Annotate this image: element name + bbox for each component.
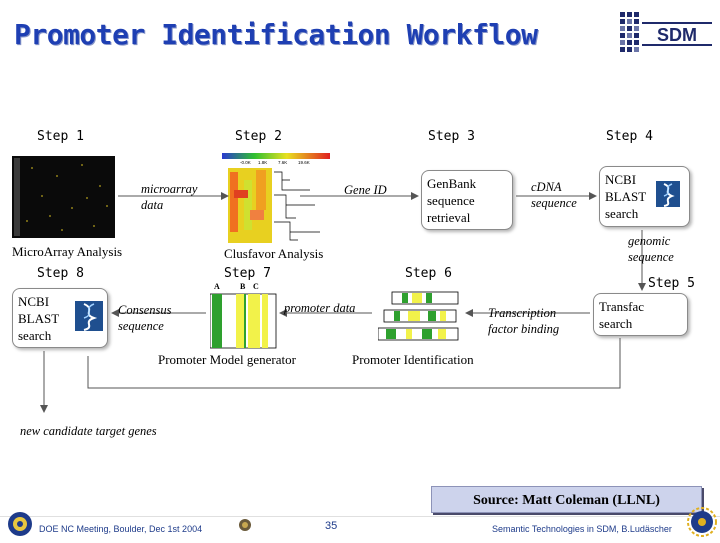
step-5-label: Step 5 bbox=[648, 276, 695, 291]
label-genomic-sequence: genomic sequence bbox=[628, 234, 674, 264]
transfac-box-text: Transfac search bbox=[599, 299, 645, 331]
step-2-label: Step 2 bbox=[235, 129, 282, 144]
genbank-box-text: GenBank sequence retrieval bbox=[427, 176, 477, 225]
clusfavor-heatmap: -0.0K 1.8K 7.6K 19.6K bbox=[220, 150, 332, 245]
source-credit: Source: Matt Coleman (LLNL) bbox=[431, 486, 702, 513]
step-4-label: Step 4 bbox=[606, 129, 653, 144]
sdm-seal-right bbox=[686, 506, 718, 538]
footer-divider bbox=[0, 516, 720, 517]
promoter-identification-graphic bbox=[377, 290, 462, 352]
label-promoter-data: promoter data bbox=[284, 301, 356, 315]
caption-promoter-model: Promoter Model generator bbox=[158, 352, 296, 367]
heat-scale-label-2: 1.8K bbox=[258, 160, 267, 165]
ncbi-blast-box-top: NCBI BLAST search bbox=[599, 166, 690, 227]
sequence-row-1 bbox=[391, 291, 459, 305]
column-label-b: B bbox=[240, 282, 246, 291]
label-microarray-data: microarray data bbox=[141, 182, 198, 212]
clusfavor-heatmap-graphic: -0.0K 1.8K 7.6K 19.6K bbox=[222, 153, 330, 243]
footer-meeting: DOE NC Meeting, Boulder, Dec 1st 2004 bbox=[39, 524, 203, 534]
sdm-logo-text: SDM bbox=[657, 25, 697, 45]
column-label-a: A bbox=[214, 282, 220, 291]
microarray-spots bbox=[14, 158, 108, 236]
heat-scale-label-3: 7.6K bbox=[278, 160, 287, 165]
ncbi-top-box-text: NCBI BLAST search bbox=[605, 172, 647, 221]
slide-title: Promoter Identification Workflow bbox=[14, 18, 538, 51]
heat-scale-label-4: 19.6K bbox=[298, 160, 310, 165]
step-1-label: Step 1 bbox=[37, 129, 84, 144]
label-consensus-sequence: Consensus sequence bbox=[118, 303, 172, 333]
page-number: 35 bbox=[325, 520, 338, 532]
label-gene-id: Gene ID bbox=[344, 183, 387, 197]
dna-helix-icon bbox=[75, 301, 103, 331]
doe-seal-center bbox=[238, 518, 252, 532]
arrow-loop-back bbox=[87, 338, 621, 389]
transfac-search-box: Transfac search bbox=[593, 293, 688, 336]
sdm-logo: SDM bbox=[620, 10, 714, 54]
step-3-label: Step 3 bbox=[428, 129, 475, 144]
dna-helix-icon bbox=[656, 181, 680, 207]
caption-promoter-identification: Promoter Identification bbox=[352, 352, 474, 367]
genbank-retrieval-box: GenBank sequence retrieval bbox=[421, 170, 513, 230]
sequence-row-2 bbox=[383, 309, 457, 323]
label-cdna-sequence: cDNA sequence bbox=[531, 180, 577, 210]
footer-credit: Semantic Technologies in SDM, B.Ludäsche… bbox=[492, 524, 672, 534]
microarray-image bbox=[12, 156, 115, 238]
heat-scale-label-1: -0.0K bbox=[240, 160, 251, 165]
caption-microarray: MicroArray Analysis bbox=[12, 244, 123, 259]
sdm-logo-graphic: SDM bbox=[620, 12, 712, 52]
label-transcription-factor-binding: Transcription factor binding bbox=[488, 306, 560, 336]
label-new-candidate-genes: new candidate target genes bbox=[20, 424, 157, 438]
step-7-label: Step 7 bbox=[224, 266, 271, 281]
ncbi-blast-box-bottom: NCBI BLAST search bbox=[12, 288, 108, 348]
caption-clusfavor: Clusfavor Analysis bbox=[224, 246, 324, 261]
sequence-row-3 bbox=[377, 327, 459, 341]
ncbi-bottom-box-text: NCBI BLAST search bbox=[18, 294, 60, 343]
promoter-model-graphic: A B C bbox=[209, 280, 278, 350]
doe-seal-left bbox=[6, 510, 34, 538]
step-8-label: Step 8 bbox=[37, 266, 84, 281]
column-label-c: C bbox=[253, 282, 259, 291]
step-6-label: Step 6 bbox=[405, 266, 452, 281]
